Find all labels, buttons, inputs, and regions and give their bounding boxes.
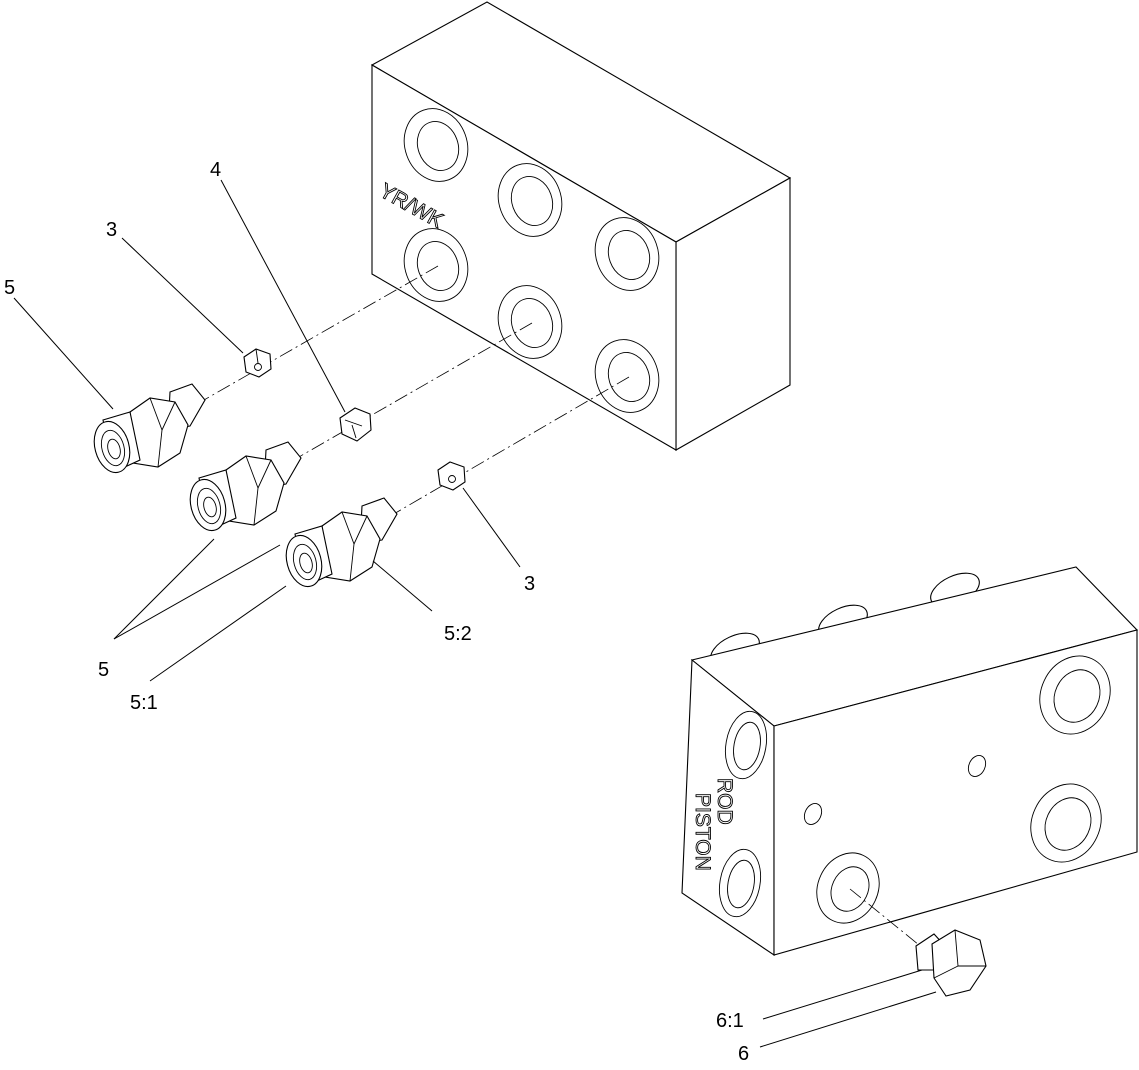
port (594, 217, 660, 291)
orifice-3-icon (437, 461, 466, 491)
fitting-5-front-icon (285, 497, 398, 588)
port (403, 228, 469, 302)
block-marking-piston: PISTON (691, 793, 714, 871)
port (497, 285, 563, 359)
port (816, 852, 880, 924)
port (594, 339, 660, 413)
port (1030, 783, 1102, 863)
port (1039, 655, 1111, 735)
orifice-4-icon (339, 407, 372, 442)
leader-lines (13, 179, 937, 1048)
callout-6: 6 (738, 1043, 749, 1065)
port (724, 710, 768, 780)
fitting-5-middle-icon (189, 441, 302, 532)
assembly-axes (189, 265, 630, 523)
callout-5-group: 5 (98, 659, 109, 681)
fitting-5-icon (93, 383, 206, 474)
callout-4: 4 (210, 159, 221, 181)
callout-3-left: 3 (106, 219, 117, 241)
orifice-3-icon (243, 348, 272, 378)
port (718, 848, 762, 918)
port (497, 163, 563, 237)
port (403, 108, 469, 182)
callout-5-top: 5 (4, 277, 15, 299)
upper-manifold-block: YR/WK (370, 1, 792, 451)
callout-6-1: 6:1 (716, 1010, 744, 1032)
callout-5-1: 5:1 (130, 692, 158, 714)
plug-6-icon (915, 929, 987, 997)
callout-5-2: 5:2 (444, 623, 472, 645)
block-marking-rod: ROD (713, 778, 736, 825)
callout-3-right: 3 (524, 573, 535, 595)
lower-manifold-block: PISTON ROD (681, 566, 1139, 957)
